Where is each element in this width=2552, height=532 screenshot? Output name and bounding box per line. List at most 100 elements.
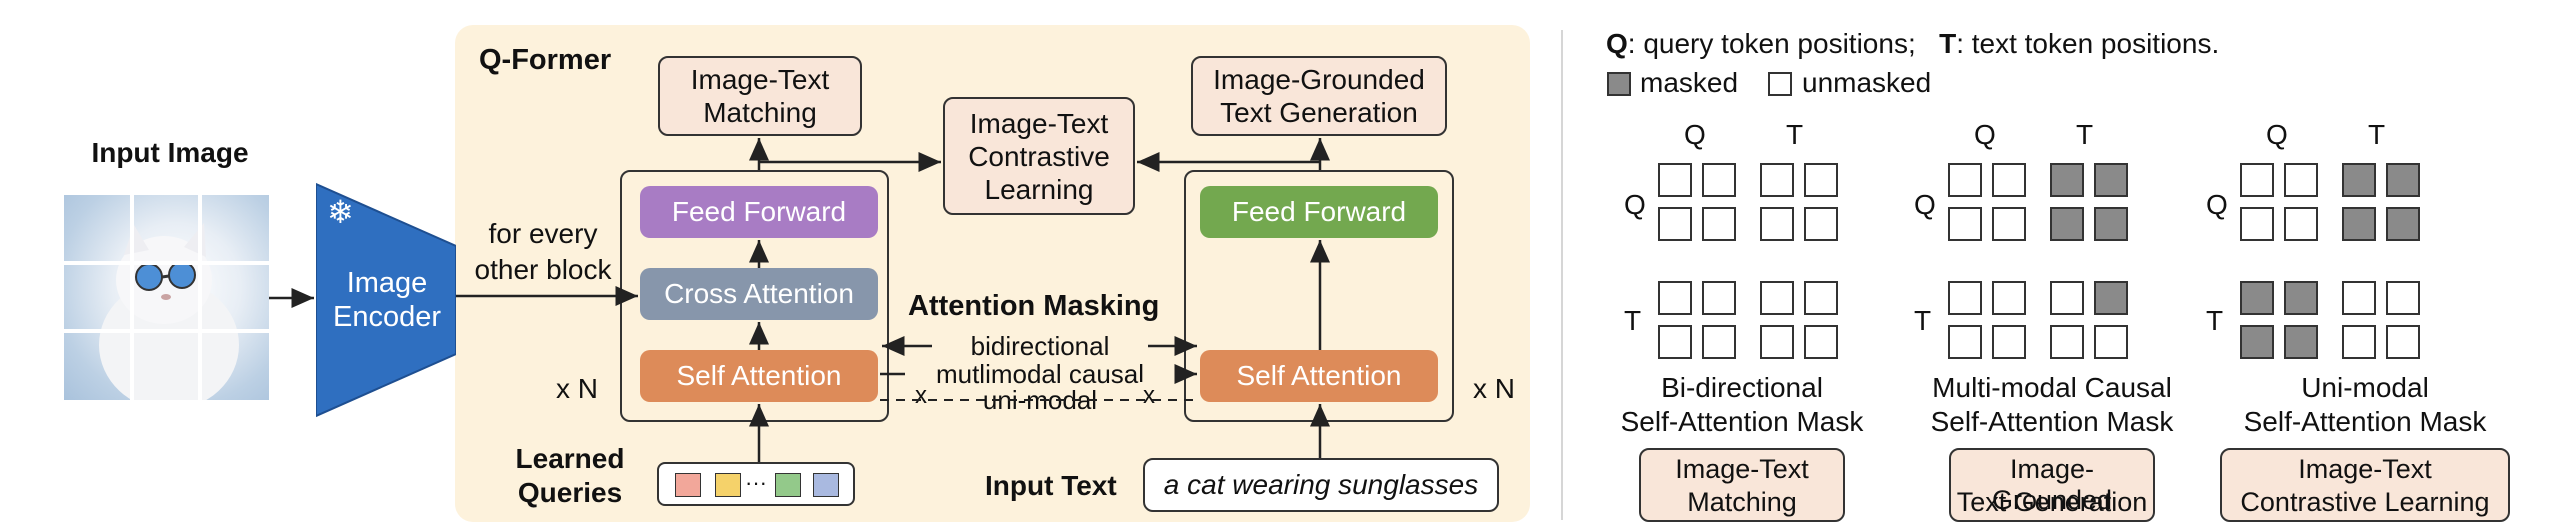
mask-cell-unmasked	[1760, 281, 1794, 315]
grid-line-h2	[64, 329, 269, 333]
mask-cell-unmasked	[2342, 281, 2376, 315]
mask-cell-masked	[2386, 163, 2420, 197]
mask-cell-masked	[2240, 281, 2274, 315]
attention-masking-label: Attention Masking	[908, 290, 1160, 322]
panel-divider	[1561, 30, 1563, 520]
mask-cell-masked	[2342, 163, 2376, 197]
itg-box-label: Image-Grounded Text Generation	[1213, 64, 1425, 128]
cross-attention: Cross Attention	[640, 268, 878, 320]
mask-title-line-2: Self-Attention Mask	[1620, 406, 1864, 437]
mask-cell-unmasked	[1658, 325, 1692, 359]
mask-title-line-1: Uni-modal	[2301, 372, 2429, 403]
mask-col-label-t: T	[2076, 119, 2094, 150]
mask-row-label-q: Q	[1624, 189, 1646, 220]
mask-cell-unmasked	[1804, 325, 1838, 359]
mask-title-line-1: Multi-modal Causal	[1932, 372, 2172, 403]
mask-col-label-t: T	[2368, 119, 2386, 150]
mask-title-line-2: Self-Attention Mask	[1930, 406, 2174, 437]
input-text-value: a cat wearing sunglasses	[1163, 469, 1479, 500]
legend-line-1: Q: query token positions; T: text token …	[1606, 28, 2219, 60]
input-image-label: Input Image	[91, 137, 249, 168]
mask-cell-unmasked	[2094, 325, 2128, 359]
left-repeat-label: x N	[556, 373, 598, 404]
mask-cell-unmasked	[1804, 207, 1838, 241]
itg-box: Image-Grounded Text Generation	[1191, 56, 1447, 136]
mask-row-label-t: T	[1914, 305, 1932, 336]
mask-cell-unmasked	[1760, 325, 1794, 359]
grid-line-v1	[130, 195, 134, 400]
mask-cell-unmasked	[2050, 325, 2084, 359]
legend-t-text: : text token positions.	[1956, 28, 2220, 59]
query-ellipsis: ···	[745, 470, 767, 495]
mask-cell-unmasked	[1658, 281, 1692, 315]
mask-cell-unmasked	[1804, 281, 1838, 315]
mask-cell-unmasked	[1702, 281, 1736, 315]
mask-col-label-q: Q	[1974, 119, 1996, 150]
learned-queries-box: ···	[657, 462, 855, 506]
mask-cell-unmasked	[1948, 325, 1982, 359]
mask-cell-masked	[2094, 207, 2128, 241]
mask-task-line-2: Matching	[1687, 487, 1797, 517]
grid-line-h1	[64, 261, 269, 265]
mask-cell-unmasked	[1948, 281, 1982, 315]
right-feed-forward: Feed Forward	[1200, 186, 1438, 238]
mask-cell-masked	[2094, 163, 2128, 197]
mask-col-label-q: Q	[2266, 119, 2288, 150]
mask-cell-masked	[2342, 207, 2376, 241]
mask-cell-unmasked	[2050, 281, 2084, 315]
unimodal-block-mark-left: x	[912, 382, 930, 410]
mask-cell-unmasked	[1992, 325, 2026, 359]
mask-cell-unmasked	[1658, 207, 1692, 241]
mask-row-label-q: Q	[1914, 189, 1936, 220]
itc-box: Image-Text Contrastive Learning	[943, 97, 1135, 215]
legend-masked-swatch	[1607, 72, 1631, 96]
mask-cell-unmasked	[1992, 207, 2026, 241]
input-image	[64, 195, 269, 400]
mask-title-line-1: Bi-directional	[1661, 372, 1823, 403]
legend-q-text: : query token positions;	[1627, 28, 1916, 59]
mask-row-label-t: T	[1624, 305, 1642, 336]
legend-q-key: Q	[1606, 28, 1628, 59]
query-token-2	[715, 473, 741, 497]
mask-cell-unmasked	[2342, 325, 2376, 359]
input-text-label: Input Text	[985, 470, 1117, 501]
grid-line-v2	[198, 195, 202, 400]
legend-masked-label: masked	[1640, 67, 1739, 98]
mask-cell-masked	[2284, 281, 2318, 315]
mask-cell-unmasked	[1948, 163, 1982, 197]
mask-cell-unmasked	[1760, 207, 1794, 241]
mask-cell-unmasked	[1658, 163, 1692, 197]
mask-col-label-q: Q	[1684, 119, 1706, 150]
mask-cell-masked	[2240, 325, 2274, 359]
mask-cell-masked	[2094, 281, 2128, 315]
mask-task-line-2: Contrastive Learning	[2240, 487, 2490, 517]
left-feed-forward: Feed Forward	[640, 186, 878, 238]
mask-row-label-q: Q	[2206, 189, 2228, 220]
right-repeat-label: x N	[1473, 373, 1515, 404]
image-encoder	[316, 182, 456, 418]
mask-task-line-1: Image-Text	[1675, 454, 1809, 484]
query-token-1	[675, 473, 701, 497]
left-self-attention: Self Attention	[640, 350, 878, 402]
mask-row-label-t: T	[2206, 305, 2224, 336]
mask-cell-unmasked	[1948, 207, 1982, 241]
mask-cell-unmasked	[2386, 325, 2420, 359]
image-encoder-label: Image Encoder	[322, 250, 452, 350]
mask-cell-unmasked	[2240, 163, 2274, 197]
image-encoder-text: Image Encoder	[332, 267, 441, 333]
legend-unmasked-swatch	[1768, 72, 1792, 96]
query-token-4	[813, 473, 839, 497]
mask-cell-masked	[2050, 163, 2084, 197]
mask-cell-unmasked	[1992, 281, 2026, 315]
mask-cell-masked	[2386, 207, 2420, 241]
unimodal-block-mark-right: x	[1140, 382, 1158, 410]
input-text-box: a cat wearing sunglasses	[1143, 458, 1499, 512]
mask-cell-unmasked	[1702, 207, 1736, 241]
mask-cell-unmasked	[1760, 163, 1794, 197]
snowflake-icon: ❄	[327, 194, 354, 230]
right-self-attention: Self Attention	[1200, 350, 1438, 402]
mask-cell-unmasked	[1702, 163, 1736, 197]
